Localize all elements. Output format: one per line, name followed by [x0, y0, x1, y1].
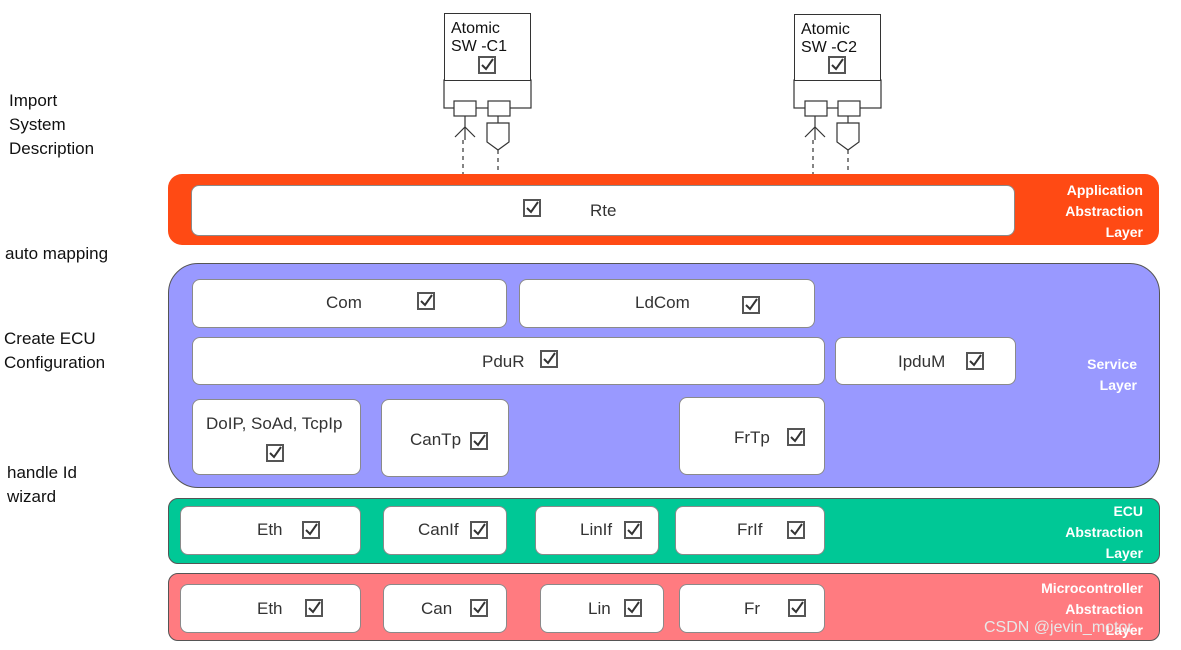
swc2-receiver-port: [837, 100, 861, 117]
swc1-sender-port: [453, 100, 477, 117]
check-icon: [266, 444, 284, 462]
module-frtp[interactable]: FrTp: [679, 397, 825, 475]
check-icon: [305, 599, 323, 617]
check-icon: [624, 521, 642, 539]
module-fr[interactable]: Fr: [679, 584, 825, 633]
module-pdur[interactable]: PduR: [192, 337, 825, 385]
module-ipdum-label: IpduM: [898, 352, 946, 371]
check-icon: [470, 432, 488, 450]
module-rte[interactable]: Rte: [191, 185, 1015, 236]
module-eth-mc-label: Eth: [257, 599, 283, 618]
module-lin-label: Lin: [588, 599, 611, 618]
ecu-abstraction-layer: ECU Abstraction Layer Eth CanIf LinIf Fr…: [168, 498, 1160, 564]
module-frif[interactable]: FrIf: [675, 506, 825, 555]
create-ecu-configuration-label: Create ECU Configuration: [4, 329, 106, 372]
swc1-receiver-port: [487, 100, 511, 117]
check-icon: [788, 599, 806, 617]
application-layer-label: Application Abstraction Layer: [1065, 182, 1143, 240]
check-icon: [470, 599, 488, 617]
import-system-description-label: Import System Description: [9, 91, 95, 158]
check-icon: [302, 521, 320, 539]
microcontroller-abstraction-layer: Microcontroller Abstraction Layer Eth Ca…: [168, 573, 1160, 641]
check-icon: [470, 521, 488, 539]
module-can[interactable]: Can: [383, 584, 507, 633]
check-icon: [624, 599, 642, 617]
atomic-swc1-title: Atomic SW -C1: [451, 20, 507, 55]
module-eth-ecu-label: Eth: [257, 520, 283, 539]
module-linif[interactable]: LinIf: [535, 506, 659, 555]
check-icon: [742, 296, 760, 314]
module-doip-soad-tcpip[interactable]: DoIP, SoAd, TcpIp: [192, 399, 361, 475]
check-icon: [540, 350, 558, 368]
module-frif-label: FrIf: [737, 520, 763, 539]
module-frtp-label: FrTp: [734, 428, 770, 447]
module-rte-label: Rte: [590, 201, 617, 220]
watermark: CSDN @jevin_motor: [984, 619, 1133, 636]
service-layer: Service Layer Com LdCom PduR IpduM DoIP,…: [168, 263, 1160, 488]
swc2-sender-port: [804, 100, 828, 117]
module-canif[interactable]: CanIf: [383, 506, 507, 555]
module-can-label: Can: [421, 599, 453, 618]
check-icon: [828, 56, 846, 74]
module-cantp[interactable]: CanTp: [381, 399, 509, 477]
auto-mapping-label: auto mapping: [5, 244, 109, 263]
module-doip-label: DoIP, SoAd, TcpIp: [206, 414, 343, 433]
check-icon: [478, 56, 496, 74]
atomic-swc2-box[interactable]: Atomic SW -C2: [794, 14, 881, 81]
module-fr-label: Fr: [744, 599, 761, 618]
module-eth-mc[interactable]: Eth: [180, 584, 361, 633]
module-com[interactable]: Com: [192, 279, 507, 328]
module-pdur-label: PduR: [482, 352, 525, 371]
module-eth-ecu[interactable]: Eth: [180, 506, 361, 555]
check-icon: [787, 428, 805, 446]
module-canif-label: CanIf: [418, 520, 459, 539]
module-cantp-label: CanTp: [410, 430, 462, 449]
handle-id-wizard-label: handle Id wizard: [7, 463, 77, 506]
module-ldcom-label: LdCom: [635, 293, 690, 312]
application-abstraction-layer: Application Abstraction Layer Rte: [168, 174, 1159, 245]
atomic-swc2-title: Atomic SW -C2: [801, 21, 857, 56]
module-com-label: Com: [326, 293, 362, 312]
atomic-swc1-box[interactable]: Atomic SW -C1: [444, 13, 531, 81]
check-icon: [523, 199, 541, 217]
check-icon: [417, 292, 435, 310]
module-ldcom[interactable]: LdCom: [519, 279, 815, 328]
ecu-layer-label: ECU Abstraction Layer: [1065, 503, 1143, 561]
module-linif-label: LinIf: [580, 520, 613, 539]
module-lin[interactable]: Lin: [540, 584, 664, 633]
swc-connectors: [443, 79, 882, 192]
check-icon: [966, 352, 984, 370]
check-icon: [787, 521, 805, 539]
module-ipdum[interactable]: IpduM: [835, 337, 1016, 385]
service-layer-label: Service Layer: [1087, 356, 1137, 393]
microcontroller-layer-label: Microcontroller Abstraction Layer: [1041, 580, 1143, 638]
